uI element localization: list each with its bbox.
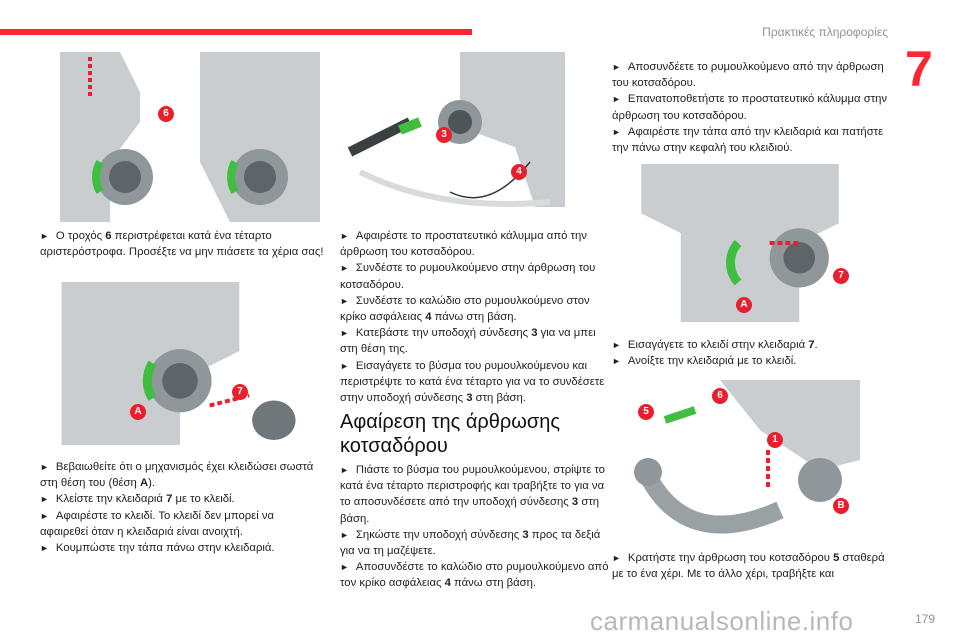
instruction: ►Συνδέστε το καλώδιο στο ρυμουλκούμενο σ… bbox=[340, 294, 590, 324]
illustration-wheel-rotation-1: 6 bbox=[60, 52, 190, 222]
callout-7: 7 bbox=[833, 268, 849, 284]
callout-A: A bbox=[130, 404, 146, 420]
col3-instructions-3: ►Κρατήστε την άρθρωση του κοτσαδόρου 5 σ… bbox=[612, 550, 894, 582]
instruction: ►Κατεβάστε την υποδοχή σύνδεσης 3 για να… bbox=[340, 327, 596, 356]
instruction: ►Επανατοποθετήστε το προστατευτικό κάλυμ… bbox=[612, 93, 888, 122]
instruction: ►Πιάστε το βύσμα του ρυμουλκούμενου, στρ… bbox=[340, 464, 605, 525]
callout-6: 6 bbox=[158, 106, 174, 122]
page-number: 179 bbox=[915, 612, 936, 626]
instruction: ►Εισαγάγετε το κλειδί στην κλειδαριά 7. bbox=[612, 339, 818, 351]
callout-3: 3 bbox=[436, 127, 452, 143]
instruction: ►Αποσυνδέστε το καλώδιο στο ρυμουλκούμεν… bbox=[340, 561, 609, 590]
instruction: ►Αφαιρέστε την τάπα από την κλειδαριά κα… bbox=[612, 125, 884, 155]
instruction: ►Βεβαιωθείτε ότι ο μηχανισμός έχει κλειδ… bbox=[40, 461, 314, 490]
instruction: ►Αφαιρέστε το προστατευτικό κάλυμμα από … bbox=[340, 230, 587, 259]
col2-removal-instructions: ►Πιάστε το βύσμα του ρυμουλκούμενου, στρ… bbox=[340, 462, 610, 592]
callout-5: 5 bbox=[638, 404, 654, 420]
section-title: Πρακτικές πληροφορίες bbox=[762, 25, 888, 39]
illustration-trailer-connector: 3 4 bbox=[340, 52, 565, 207]
section-heading: Αφαίρεση της άρθρωσης κοτσαδόρου bbox=[340, 411, 561, 457]
instruction: ►Κουμπώστε την τάπα πάνω στην κλειδαριά. bbox=[40, 542, 275, 555]
instruction: ►Εισαγάγετε το βύσμα του ρυμουλκούμενου … bbox=[340, 359, 605, 405]
col3-instructions-2: ►Εισαγάγετε το κλειδί στην κλειδαριά 7. … bbox=[612, 337, 894, 369]
col1-paragraph-1: ►Ο τροχός 6 περιστρέφεται κατά ένα τέταρ… bbox=[40, 230, 324, 259]
callout-A: A bbox=[736, 297, 752, 313]
instruction: ►Αφαιρέστε το κλειδί. Το κλειδί δεν μπορ… bbox=[40, 509, 275, 538]
instruction: ►Σηκώστε την υποδοχή σύνδεσης 3 προς τα … bbox=[340, 528, 601, 558]
chapter-accent-bar bbox=[0, 29, 472, 35]
instruction: ►Κλείστε την κλειδαριά 7 με το κλειδί. bbox=[40, 493, 235, 506]
watermark: carmanualsonline.info bbox=[590, 606, 854, 636]
instruction: ►Κρατήστε την άρθρωση του κοτσαδόρου 5 σ… bbox=[612, 552, 885, 581]
col3-instructions: ►Αποσυνδέετε το ρυμουλκούμενο από την άρ… bbox=[612, 59, 894, 156]
illustration-tow-ball-removal: 5 6 1 B bbox=[620, 380, 860, 540]
instruction: ►Ανοίξτε την κλειδαριά με το κλειδί. bbox=[612, 355, 797, 368]
illustration-lock-cap: 7 A bbox=[60, 282, 300, 445]
callout-B: B bbox=[833, 498, 849, 514]
callout-1: 1 bbox=[767, 432, 783, 448]
callout-7: 7 bbox=[232, 384, 248, 400]
illustration-wheel-rotation-2 bbox=[200, 52, 320, 222]
callout-4: 4 bbox=[511, 164, 527, 180]
col2-instructions: ►Αφαιρέστε το προστατευτικό κάλυμμα από … bbox=[340, 228, 610, 406]
chapter-number: 7 bbox=[905, 41, 933, 97]
instruction: ►Συνδέστε το ρυμουλκούμενο στην άρθρωση … bbox=[340, 262, 596, 291]
callout-6: 6 bbox=[712, 388, 728, 404]
illustration-key-lock: 7 A bbox=[620, 164, 860, 322]
instruction: ►Αποσυνδέετε το ρυμουλκούμενο από την άρ… bbox=[612, 61, 884, 90]
bullet-arrow-icon: ► bbox=[40, 231, 49, 241]
col1-instructions: ►Βεβαιωθείτε ότι ο μηχανισμός έχει κλειδ… bbox=[40, 459, 325, 556]
